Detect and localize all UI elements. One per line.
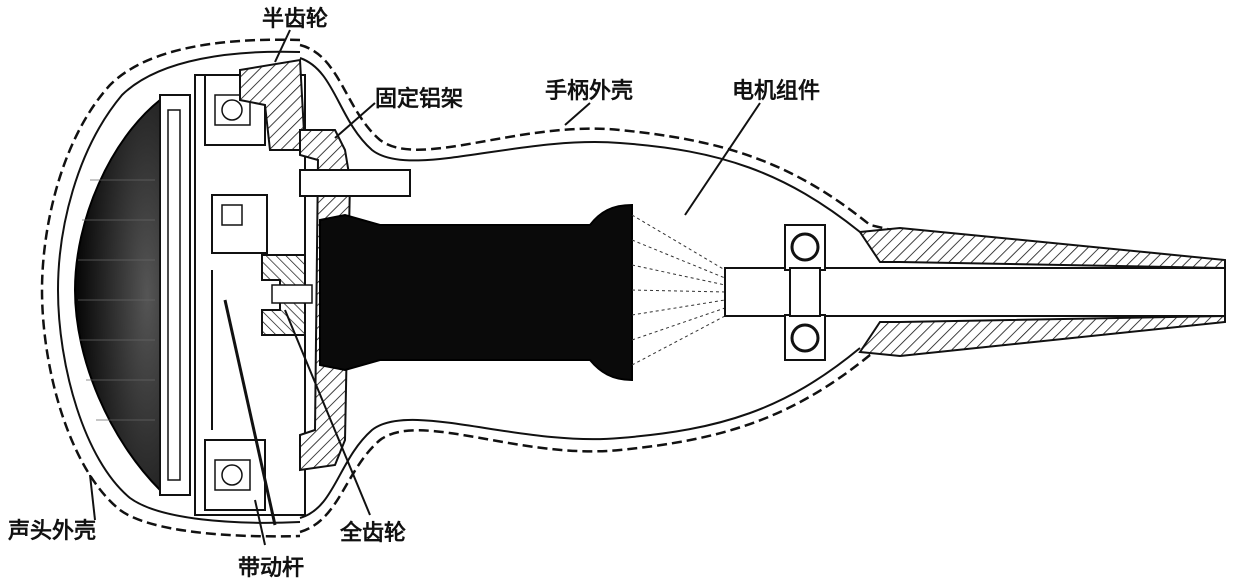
backing-plate-inner: [168, 110, 180, 480]
cable-gland-lower: [860, 316, 1225, 356]
transducer-array: [75, 100, 160, 490]
rear-bearing-housing: [790, 268, 820, 316]
drive-block-window: [222, 205, 242, 225]
gear-hub: [272, 285, 312, 303]
output-shaft: [300, 170, 410, 196]
label-half-gear: 半齿轮: [262, 6, 328, 32]
label-fixed-aluminium-frame: 固定铝架: [375, 86, 463, 112]
motor-body: [320, 205, 632, 380]
label-full-gear: 全齿轮: [339, 520, 406, 546]
rear-bearing-lower: [785, 315, 825, 360]
label-motor-assembly: 电机组件: [732, 78, 820, 104]
label-probe-head-shell: 声头外壳: [7, 518, 96, 544]
rear-bearing-upper: [785, 225, 825, 270]
label-drive-rod: 带动杆: [238, 556, 304, 581]
label-handle-shell: 手柄外壳: [545, 78, 633, 104]
motor-wire-fan: [632, 215, 725, 365]
handle-shell-lower-inner: [300, 348, 860, 518]
lower-bearing: [205, 440, 265, 510]
cable-gland-upper: [860, 228, 1225, 268]
